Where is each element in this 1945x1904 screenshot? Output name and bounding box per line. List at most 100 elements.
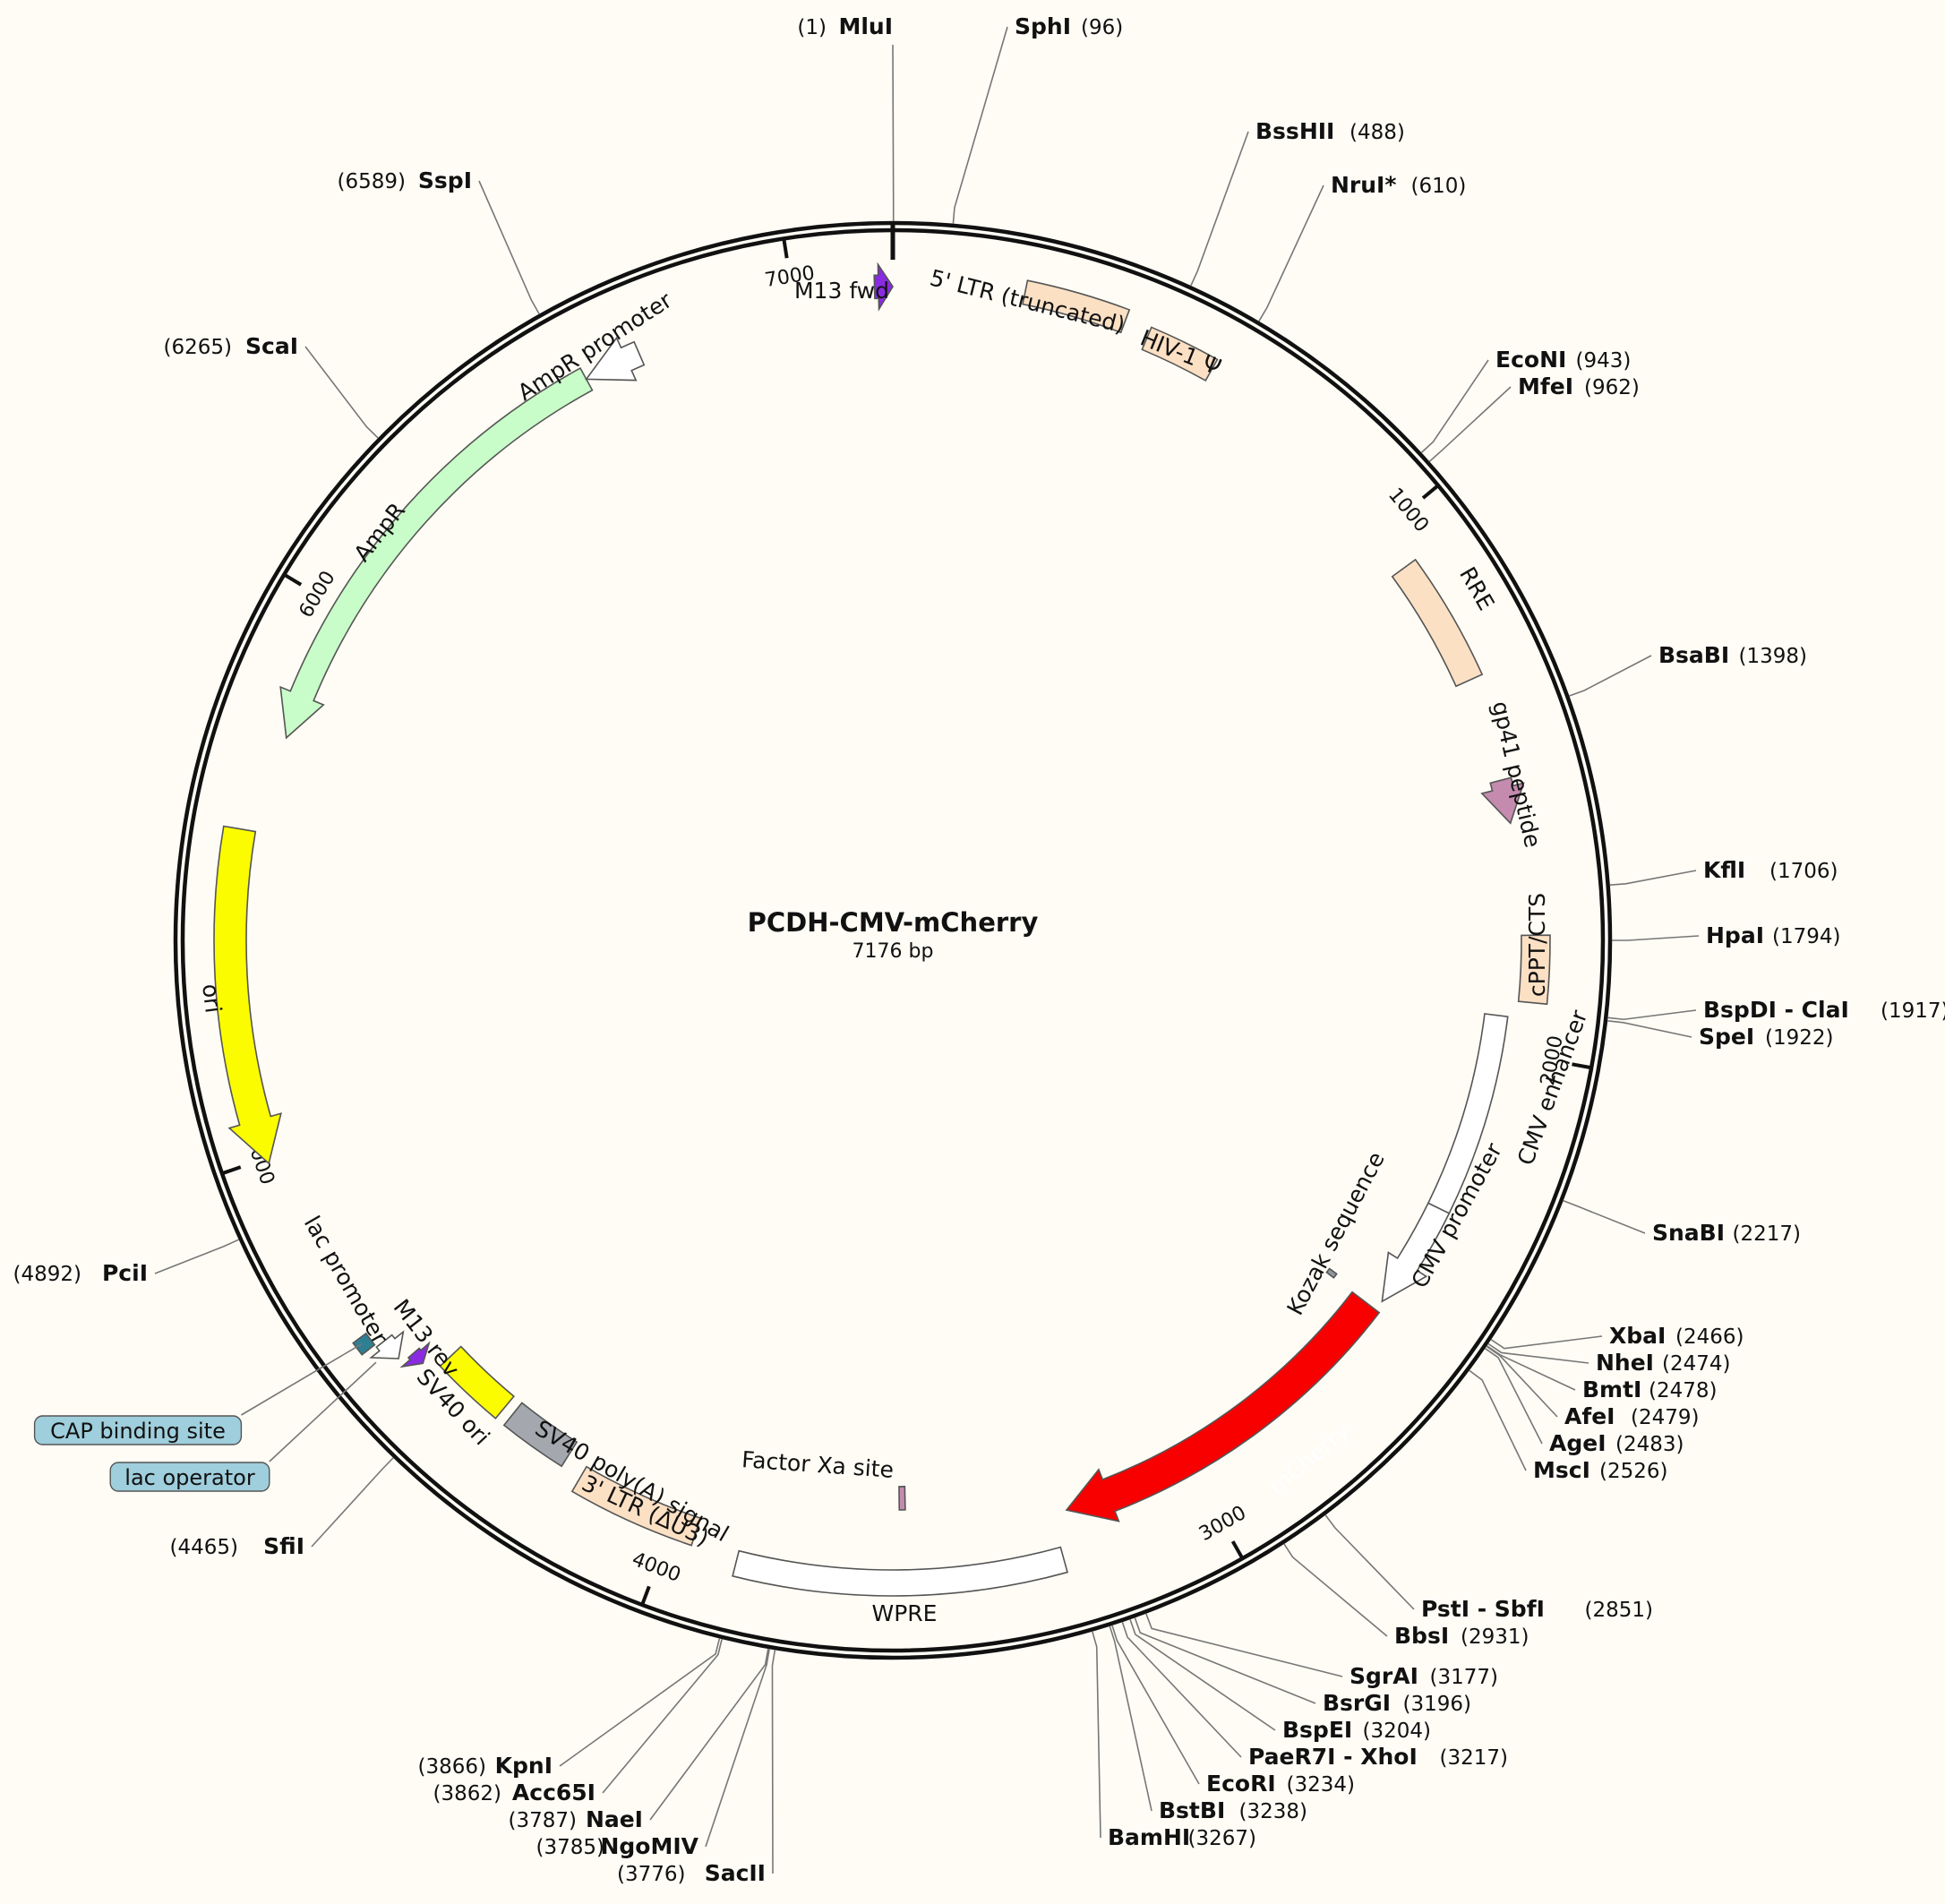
site-position: (4892) <box>13 1263 81 1286</box>
site-name: PciI <box>102 1260 148 1286</box>
feature-wpre[interactable] <box>732 1546 1069 1597</box>
site-name: BsrGI <box>1323 1690 1391 1716</box>
site-name: EcoRI <box>1206 1771 1276 1797</box>
feature-label-m13-fwd: M13 fwd <box>794 278 889 304</box>
feature-cmv-promoter[interactable] <box>1381 1202 1451 1303</box>
site-bspdi-clai[interactable]: BspDI - ClaI(1917) <box>1607 997 1945 1023</box>
site-name: BspEI <box>1282 1717 1352 1743</box>
site-mlui[interactable]: MluI (1) <box>797 13 895 222</box>
site-naei[interactable]: NaeI(3787) <box>509 1648 769 1832</box>
site-msci[interactable]: MscI(2526) <box>1469 1369 1668 1483</box>
site-name: MluI <box>838 13 893 39</box>
site-name: BspDI - ClaI <box>1703 997 1849 1023</box>
site-sfii[interactable]: SfiI(4465) <box>170 1457 394 1559</box>
feature-hiv-1[interactable] <box>1141 326 1219 382</box>
site-position: (1) <box>797 16 827 39</box>
feature-cppt-cts[interactable] <box>1517 934 1551 1006</box>
site-bsabi[interactable]: BsaBI(1398) <box>1568 642 1807 697</box>
site-sacii[interactable]: SacII(3776) <box>617 1650 776 1886</box>
site-leader-line <box>478 180 540 315</box>
site-position: (3177) <box>1430 1666 1498 1689</box>
site-agei[interactable]: AgeI(2483) <box>1484 1347 1684 1456</box>
feature-kozak-sequence[interactable] <box>1325 1267 1338 1279</box>
feature-5-ltr-truncated[interactable] <box>1022 279 1131 334</box>
feature-sv40-ori[interactable] <box>439 1345 515 1419</box>
site-psti-sbfi[interactable]: PstI - SbfI(2851) <box>1324 1514 1653 1622</box>
feature-m13-rev[interactable] <box>399 1341 431 1368</box>
site-bamhi[interactable]: BamHI(3267) <box>1091 1631 1256 1850</box>
feature-sv40-poly-a-signal[interactable] <box>502 1402 578 1468</box>
site-sspi[interactable]: SspI(6589) <box>338 167 540 315</box>
site-position: (962) <box>1584 376 1640 399</box>
site-sgrai[interactable]: SgrAI(3177) <box>1145 1613 1498 1689</box>
site-spei[interactable]: SpeI(1922) <box>1607 1020 1834 1050</box>
tick-2000 <box>1572 1062 1592 1070</box>
plasmid-backbone <box>173 220 1613 1660</box>
feature-mcherry[interactable] <box>1065 1291 1381 1522</box>
feature-3-ltr-u3[interactable] <box>570 1465 702 1547</box>
site-position: (2478) <box>1649 1379 1717 1402</box>
site-leader-line <box>1484 1347 1543 1445</box>
site-bsrgi[interactable]: BsrGI(3196) <box>1134 1617 1471 1716</box>
site-nhei[interactable]: NheI(2474) <box>1487 1342 1731 1376</box>
site-econi[interactable]: EcoNI(943) <box>1420 347 1631 454</box>
feature-ori[interactable] <box>213 825 282 1165</box>
feature-label-kozak-sequence: Kozak sequence <box>1282 1147 1390 1319</box>
site-position: (1794) <box>1772 925 1840 948</box>
feature-label-gp41-peptide: gp41 peptide <box>1487 699 1547 850</box>
site-nrui[interactable]: NruI* (610) <box>1258 172 1467 322</box>
site-ecori[interactable]: EcoRI(3234) <box>1111 1625 1355 1797</box>
site-leader-line <box>649 1648 769 1821</box>
boxed-label-lac-operator[interactable]: lac operator <box>109 1361 377 1492</box>
site-kpni[interactable]: KpnI(3866) <box>418 1638 721 1779</box>
site-acc65i[interactable]: Acc65I(3862) <box>433 1638 723 1805</box>
site-afei[interactable]: AfeI(2479) <box>1486 1345 1700 1429</box>
site-name: KflI <box>1703 857 1745 883</box>
feature-lac-promoter[interactable] <box>369 1330 405 1359</box>
site-name: NruI* <box>1331 172 1396 198</box>
site-position: (2526) <box>1599 1460 1667 1483</box>
feature-gp41-peptide[interactable] <box>1480 776 1525 825</box>
site-ngomiv[interactable]: NgoMIV(3785) <box>536 1648 770 1859</box>
site-mfei[interactable]: MfeI(962) <box>1428 373 1640 463</box>
tick-label-1000: 1000 <box>1384 484 1433 536</box>
feature-ampr[interactable] <box>279 367 594 740</box>
site-name: SacII <box>705 1860 766 1886</box>
plasmid-title: PCDH-CMV-mCherry <box>748 907 1039 938</box>
site-name: NgoMIV <box>600 1833 698 1859</box>
feature-ampr-promoter[interactable] <box>585 336 646 382</box>
site-position: (610) <box>1411 175 1467 198</box>
site-bmti[interactable]: BmtI(2478) <box>1486 1345 1717 1402</box>
site-kfli[interactable]: KflI(1706) <box>1609 857 1838 886</box>
feature-m13-fwd[interactable] <box>873 262 894 312</box>
site-pcii[interactable]: PciI (4892) <box>13 1239 240 1286</box>
site-bspei[interactable]: BspEI(3204) <box>1129 1618 1431 1743</box>
boxed-label-cap-binding-site[interactable]: CAP binding site <box>33 1342 363 1445</box>
feature-label-ori: ori <box>197 982 227 1015</box>
site-name: SfiI <box>263 1533 304 1559</box>
site-bstbi[interactable]: BstBI(3238) <box>1109 1625 1307 1823</box>
site-paer7i-xhoi[interactable]: PaeR7I - XhoI(3217) <box>1121 1621 1508 1770</box>
feature-label-mcherry: mCherry <box>1264 1418 1354 1500</box>
site-name: BsaBI <box>1658 642 1729 668</box>
site-hpai[interactable]: HpaI(1794) <box>1612 922 1840 948</box>
site-leader-line <box>1490 1335 1603 1350</box>
site-scai[interactable]: ScaI(6265) <box>164 333 379 439</box>
tick-4000 <box>640 1585 651 1606</box>
site-bsshii[interactable]: BssHII(488) <box>1190 118 1405 287</box>
site-name: ScaI <box>245 333 298 359</box>
site-snabi[interactable]: SnaBI(2217) <box>1563 1199 1801 1246</box>
feature-cap-binding-site[interactable] <box>352 1332 376 1356</box>
site-xbai[interactable]: XbaI(2466) <box>1490 1323 1744 1350</box>
site-leader-line <box>154 1239 240 1274</box>
restriction-sites-layer: MluI (1) SphI(96) BssHII(488)NruI* (610) EcoN… <box>13 13 1945 1886</box>
feature-factor-xa-site[interactable] <box>898 1486 906 1511</box>
site-position: (6589) <box>338 170 406 193</box>
site-bbsi[interactable]: BbsI(2931) <box>1283 1543 1529 1649</box>
site-name: SphI <box>1015 13 1071 39</box>
site-sphi[interactable]: SphI(96) <box>952 13 1123 224</box>
tick-6000 <box>283 572 303 587</box>
tick-7000 <box>782 238 789 259</box>
feature-rre[interactable] <box>1391 558 1484 688</box>
